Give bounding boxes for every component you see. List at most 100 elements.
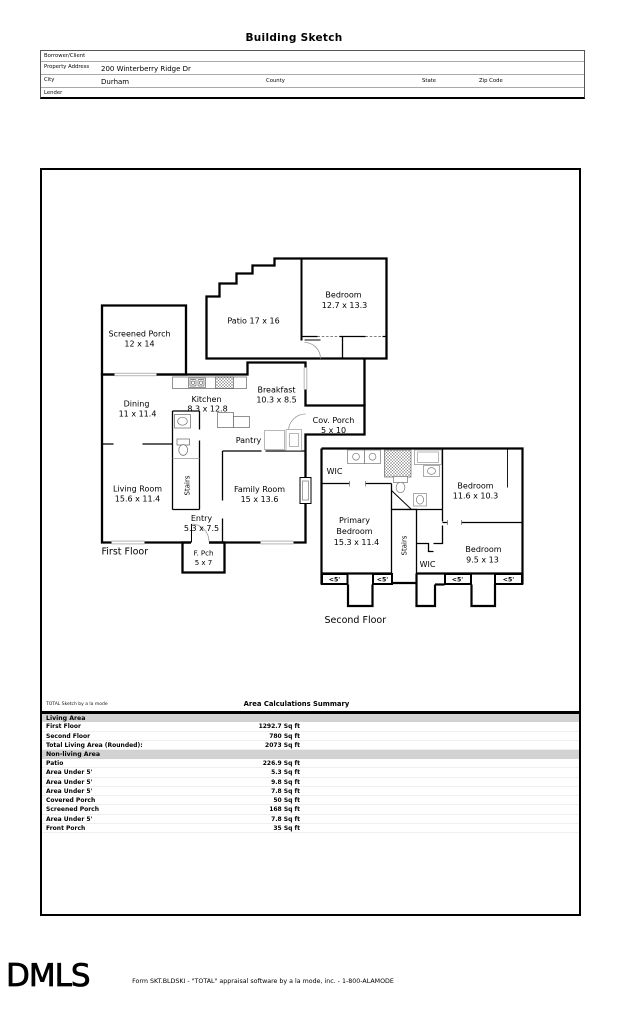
room-label-cov-porch: Cov. Porch [313,416,355,425]
first-floor-fixtures [172,376,312,504]
row-value: 2073 Sq ft [265,741,300,749]
table-row: Screened Porch 168 Sq ft [42,805,579,815]
room-label-screened-porch: Screened Porch [108,330,170,339]
room-label-stairs-2: Stairs [401,535,409,555]
county-label: County [266,78,285,84]
row-city-county-state-zip: City Durham County State Zip Code [41,74,584,87]
under5-label-2: <5' [377,577,388,584]
row-value: 50 Sq ft [273,797,300,805]
state-label: State [422,78,437,84]
room-label-primary-1: Primary [339,516,370,525]
under-five-foot-boxes [321,573,523,585]
room-label-front-porch: F. Pch [194,550,214,558]
table-row: Area Under 5' 7.8 Sq ft [42,815,579,825]
window-marks [111,367,308,545]
section-header: Living Area [42,713,579,723]
room-label-breakfast: Breakfast [257,386,295,395]
row-value: 35 Sq ft [273,825,300,833]
first-floor-label: First Floor [102,547,149,558]
table-row: Area Under 5' 7.8 Sq ft [42,787,579,797]
room-dim-breakfast: 10.3 x 8.5 [256,396,296,405]
row-label: Patio [46,759,64,767]
room-dim-bedroom1: 12.7 x 13.3 [322,301,367,310]
table-row: Patio 226.9 Sq ft [42,759,579,769]
row-label: Front Porch [46,825,86,833]
client-info-table: Borrower/Client Property Address 200 Win… [40,50,585,99]
room-dim-entry: 5.3 x 7.5 [184,524,219,533]
row-label: Area Under 5' [46,815,93,823]
room-dim-dining: 11 x 11.4 [119,410,157,419]
room-dim-kitchen: 8.3 x 12.8 [187,405,227,414]
room-label-pantry: Pantry [236,436,262,445]
first-floor-interior-walls [102,258,387,543]
zip-label: Zip Code [479,78,503,84]
second-floor-label: Second Floor [325,615,387,626]
room-label-stairs-1: Stairs [184,475,192,495]
area-calculations-table: TOTAL Sketch by a la mode Area Calculati… [42,698,579,834]
row-value: 780 Sq ft [269,732,300,740]
room-dim-bedroom2: 11.6 x 10.3 [453,492,498,501]
room-label-patio: Patio 17 x 16 [227,317,279,326]
table-row: Area Under 5' 9.8 Sq ft [42,778,579,787]
page-title: Building Sketch [245,32,343,44]
row-lender: Lender [41,87,584,97]
room-label-bedroom3: Bedroom [465,545,501,554]
row-label: First Floor [46,723,82,731]
row-value: 226.9 Sq ft [262,759,300,767]
table-row: Front Porch 35 Sq ft [42,824,579,834]
second-floor-fixtures [347,449,442,507]
row-value: 7.8 Sq ft [271,787,300,795]
under5-label-1: <5' [329,577,340,584]
city-value: Durham [101,77,130,86]
room-dim-bedroom3: 9.5 x 13 [466,556,499,565]
room-label-wic1: WIC [327,467,343,476]
under5-label-4: <5' [503,577,514,584]
room-dim-primary: 15.3 x 11.4 [334,538,379,547]
footer-form-line: Form SKT.BLDSKI - "TOTAL" appraisal soft… [132,978,394,985]
software-note: TOTAL Sketch by a la mode [46,702,108,707]
row-value: 7.8 Sq ft [271,815,300,823]
first-floor-outer-walls [100,257,388,574]
city-label: City [44,76,55,83]
room-dim-living: 15.6 x 11.4 [115,495,160,504]
property-address-label: Property Address [44,63,90,70]
under5-label-3: <5' [452,577,463,584]
room-label-primary-2: Bedroom [336,527,372,536]
row-value: 9.8 Sq ft [271,778,300,786]
row-label: Area Under 5' [46,778,93,786]
row-label: Area Under 5' [46,769,93,777]
room-label-dining: Dining [124,400,150,409]
table-row: Covered Porch 50 Sq ft [42,796,579,806]
table-row: Area Under 5' 5.3 Sq ft [42,768,579,778]
room-label-kitchen: Kitchen [191,395,221,404]
row-property-address: Property Address 200 Winterberry Ridge D… [41,61,584,74]
borrower-label: Borrower/Client [44,52,86,59]
door-arcs [191,342,321,545]
row-value: 5.3 Sq ft [271,769,300,777]
row-label: Area Under 5' [46,787,93,795]
sketch-border-box: Screened Porch 12 x 14 Patio 17 x 16 Bed… [40,168,581,916]
row-label: Total Living Area (Rounded): [46,741,143,749]
dmls-logo: DMLS [6,958,91,995]
floorplan-drawing: Screened Porch 12 x 14 Patio 17 x 16 Bed… [100,257,524,626]
row-label: Second Floor [46,732,91,740]
row-label: Screened Porch [46,806,100,814]
second-floor-outer-walls [320,447,524,608]
area-calc-header: TOTAL Sketch by a la mode Area Calculati… [42,698,579,711]
room-label-bedroom2: Bedroom [457,482,493,491]
section-header: Non-living Area [42,750,579,759]
table-row: Total Living Area (Rounded): 2073 Sq ft [42,741,579,751]
lender-label: Lender [44,89,63,96]
row-value: 168 Sq ft [269,806,300,814]
room-label-entry: Entry [191,514,213,523]
thick-divider-rule [42,711,579,714]
room-dim-family: 15 x 13.6 [241,495,279,504]
room-label-bedroom1: Bedroom [325,291,361,300]
room-label-family: Family Room [234,485,285,494]
row-label: Covered Porch [46,797,96,805]
row-borrower: Borrower/Client [41,51,584,61]
room-dim-front-porch: 5 x 7 [195,559,213,567]
